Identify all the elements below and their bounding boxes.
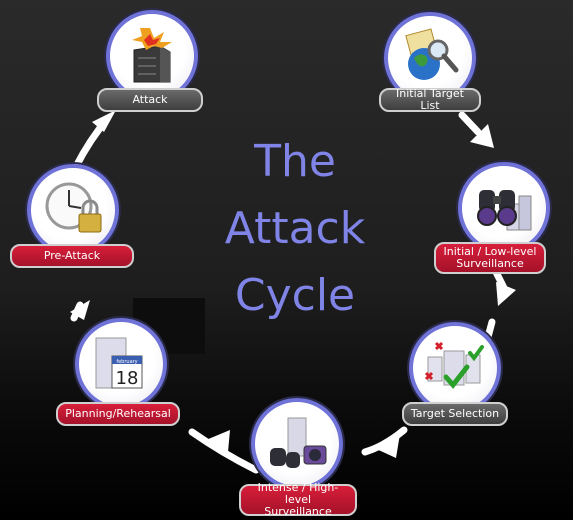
arrow-path-1 <box>458 111 482 136</box>
stage-label-high-level-surveillance: Intense / High-level Surveillance <box>239 482 357 518</box>
arrowhead-4 <box>374 434 400 458</box>
stage-label-pre-attack: Pre-Attack <box>10 244 134 268</box>
arrow-path-5 <box>188 428 260 474</box>
title-line-2: Attack <box>224 203 366 254</box>
stage-label-target-selection: Target Selection <box>402 402 508 426</box>
arrowhead-5 <box>206 430 230 452</box>
arrowhead-1 <box>470 124 494 148</box>
title-line-1: The <box>254 136 336 187</box>
calendar-month-text: february <box>116 359 137 365</box>
arrowhead-2 <box>496 282 516 306</box>
buildings-checkmark-icon <box>409 322 501 414</box>
calendar-day-text: 18 <box>116 368 139 389</box>
clock-padlock-icon <box>27 164 119 256</box>
binoculars-buildings-icon <box>458 162 550 254</box>
building-calendar-icon: february 18 <box>75 318 167 410</box>
stage-label-low-level-surveillance: Initial / Low-level Surveillance <box>434 242 546 274</box>
stage-label-planning-rehearsal: Planning/Rehearsal <box>56 402 180 426</box>
arrowhead-6 <box>70 300 90 320</box>
arrowhead-7 <box>92 110 116 132</box>
stage-label-initial-target-list: Initial Target List <box>379 88 481 112</box>
title-line-3: Cycle <box>234 270 356 321</box>
exploding-building-icon <box>106 10 198 102</box>
binoculars-camera-icon <box>251 398 343 490</box>
stage-label-attack: Attack <box>97 88 203 112</box>
